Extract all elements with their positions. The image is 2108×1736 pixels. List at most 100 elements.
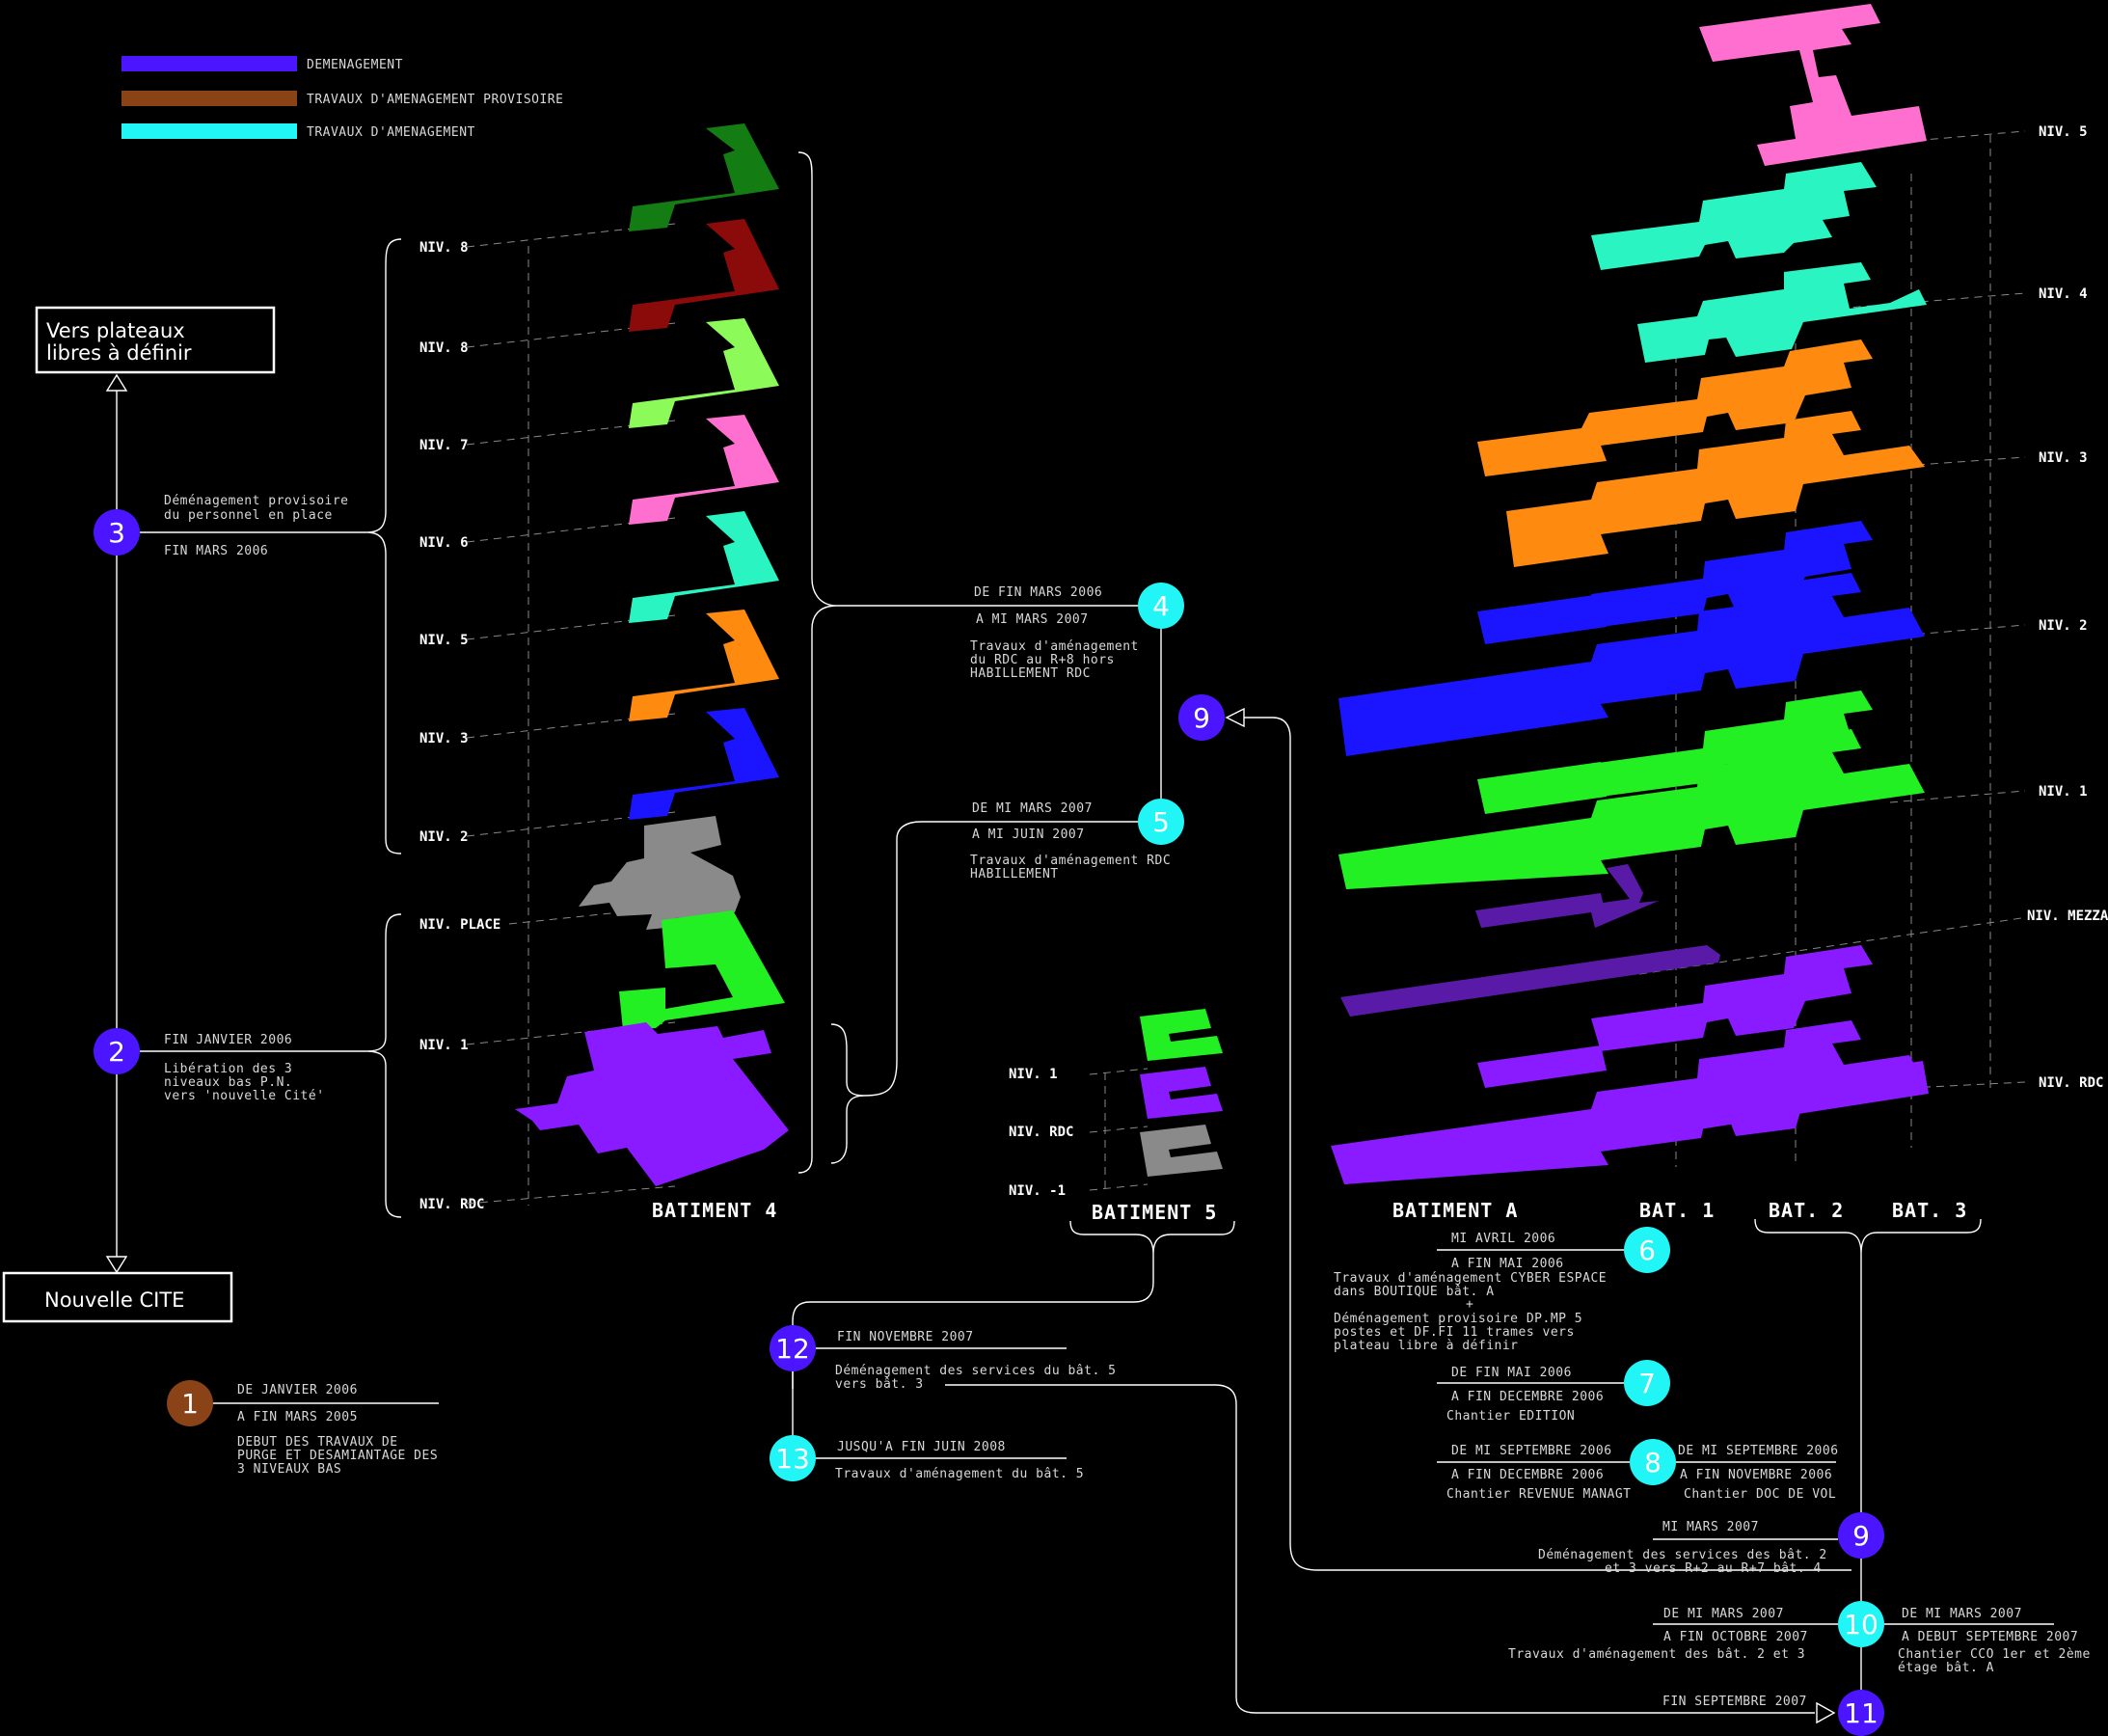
box-vers-plateaux-line1: Vers plateaux <box>46 319 185 342</box>
step-6-text-4: postes et DF.FI 11 trames vers <box>1334 1325 1575 1340</box>
bA-floor-plate <box>1591 945 1873 1051</box>
step-13-number: 13 <box>775 1443 810 1475</box>
b4-floor-plate <box>579 816 741 930</box>
step-6-marker <box>1624 1227 1670 1273</box>
bracket-b4-upper-right <box>797 151 838 1174</box>
bA-level-label: NIV. 5 <box>2039 124 2088 140</box>
step-3-date: FIN MARS 2006 <box>164 544 268 558</box>
arrow-left-icon <box>1225 707 1245 728</box>
step-12-number: 12 <box>775 1333 810 1365</box>
step-10: 10 DE MI MARS 2007 A FIN OCTOBRE 2007 Tr… <box>1508 1601 2091 1690</box>
step-3-text-1: Déménagement provisoire <box>164 494 349 508</box>
step-8: 8 DE MI SEPTEMBRE 2006 A FIN DECEMBRE 20… <box>1437 1439 1838 1502</box>
step-9: 9 MI MARS 2007 Déménagement des services… <box>1538 1512 1884 1601</box>
step-12: 12 FIN NOVEMBRE 2007 Déménagement des se… <box>770 1325 1836 1724</box>
step-11: 11 FIN SEPTEMBRE 2007 <box>1662 1690 1884 1736</box>
step-7-date-start: DE FIN MAI 2006 <box>1451 1366 1572 1380</box>
step-8-a-date-start: DE MI SEPTEMBRE 2006 <box>1451 1444 1612 1458</box>
b4-floor-plate <box>629 415 779 525</box>
step-8-b-date-end: A FIN NOVEMBRE 2006 <box>1680 1468 1832 1482</box>
b4-level-label: NIV. 7 <box>419 438 469 453</box>
step-2-text-2: niveaux bas P.N. <box>164 1075 292 1090</box>
step-2-text-3: vers 'nouvelle Cité' <box>164 1089 325 1103</box>
bracket-lower <box>365 913 402 1218</box>
bA-floor-plate <box>1340 945 1720 1017</box>
b4-level-label: NIV. 2 <box>419 829 469 845</box>
bA-floor-plate <box>1338 729 1925 889</box>
bA-floor-plate-base <box>1340 1061 1929 1184</box>
building-a-title: BATIMENT A <box>1392 1199 1518 1222</box>
bA-floor-plate <box>1699 4 1927 166</box>
step-6-text-2: dans BOUTIQUE bât. A <box>1334 1285 1495 1299</box>
step-9-number: 9 <box>1852 1520 1870 1552</box>
step-12-marker <box>770 1325 816 1371</box>
bA-level-label: NIV. MEZZA <box>2027 909 2108 924</box>
step-6-text-3: Déménagement provisoire DP.MP 5 <box>1334 1312 1582 1326</box>
b4-left-brackets <box>365 238 402 1218</box>
step-8-b-text: Chantier DOC DE VOL <box>1684 1487 1836 1502</box>
bA-floor-plate <box>1591 162 1877 270</box>
legend-swatch-demenagement <box>122 56 297 71</box>
step-10-a-date-start: DE MI MARS 2007 <box>1663 1607 1784 1621</box>
b4-level-label: NIV. RDC <box>419 1197 484 1212</box>
step-1-marker <box>167 1380 213 1426</box>
bat-3-title: BAT. 3 <box>1892 1199 1967 1222</box>
step-12-date: FIN NOVEMBRE 2007 <box>837 1330 974 1344</box>
box-nouvelle-cite <box>2 1271 233 1323</box>
step-10-b-date-end: A DEBUT SEPTEMBRE 2007 <box>1902 1630 2078 1644</box>
step-10-b-date-start: DE MI MARS 2007 <box>1902 1607 2022 1621</box>
step-10-a-date-end: A FIN OCTOBRE 2007 <box>1663 1630 1808 1644</box>
step-5-number: 5 <box>1152 806 1170 838</box>
step-3-text-2: du personnel en place <box>164 508 333 523</box>
b5-floor-plate <box>1140 1067 1223 1119</box>
step-4-date-start: DE FIN MARS 2006 <box>974 585 1102 600</box>
step-6-plus: + <box>1466 1297 1473 1312</box>
step-12-text-1: Déménagement des services du bât. 5 <box>835 1364 1116 1378</box>
step-13-date: JUSQU'A FIN JUIN 2008 <box>837 1440 1006 1454</box>
bA-floor-plate <box>1591 521 1873 627</box>
b4-floor-plate <box>629 123 779 231</box>
step-6: 6 MI AVRIL 2006 A FIN MAI 2006 Travaux d… <box>1334 1227 1670 1353</box>
bA-floor-plate <box>1477 339 1873 476</box>
bA-level-label: NIV. 2 <box>2039 618 2088 634</box>
step-1-number: 1 <box>181 1388 199 1420</box>
step-4-text-1: Travaux d'aménagement <box>970 639 1139 654</box>
step-5-marker <box>1138 799 1184 845</box>
b4-floor-plate <box>629 610 779 721</box>
b4-level-label: NIV. 8 <box>419 340 469 356</box>
b5-level-label: NIV. RDC <box>1009 1125 1073 1140</box>
b4-floor-plate <box>629 708 779 820</box>
step-8-a-text: Chantier REVENUE MANAGT <box>1446 1487 1632 1502</box>
b5-floor-plate <box>1140 1009 1223 1061</box>
bA-floor-plate <box>1637 262 1927 363</box>
step-10-number: 10 <box>1844 1609 1878 1641</box>
arrow-down-icon <box>105 1256 128 1274</box>
b4-levels: NIV. 8 NIV. 8 NIV. 7 NIV. 6 NIV. 5 NIV. … <box>419 240 500 1212</box>
bA-floor-plate <box>1477 594 1607 644</box>
step-6-text-5: plateau libre à définir <box>1334 1339 1519 1353</box>
step-2-marker <box>94 1028 140 1074</box>
b4-floor-plate <box>619 910 785 1030</box>
step-7-number: 7 <box>1638 1368 1656 1399</box>
building-5-title: BATIMENT 5 <box>1092 1201 1217 1224</box>
step-5: 5 DE MI MARS 2007 A MI JUIN 2007 Travaux… <box>970 799 1184 882</box>
step-7-marker <box>1624 1360 1670 1406</box>
left-timeline: Vers plateaux libres à définir Nouvelle … <box>2 306 439 1477</box>
legend-swatch-amenagement <box>122 123 297 139</box>
bracket-b5 <box>1069 1220 1235 1255</box>
step-4-text-3: HABILLEMENT RDC <box>970 666 1091 681</box>
step-13: 13 JUSQU'A FIN JUIN 2008 Travaux d'aména… <box>770 1435 1084 1481</box>
step-10-b-text-1: Chantier CCO 1er et 2ème <box>1898 1647 2091 1662</box>
bA-floor-plate <box>1589 864 1659 928</box>
b4-floor-plate <box>629 219 779 332</box>
b4-level-label: NIV. 8 <box>419 240 469 256</box>
step-6-text-1: Travaux d'aménagement CYBER ESPACE <box>1334 1271 1607 1286</box>
b4-floors <box>515 123 789 1186</box>
step-4-number: 4 <box>1152 590 1170 622</box>
b5-floor-plate <box>1140 1125 1223 1177</box>
step-10-marker <box>1838 1601 1884 1647</box>
step-11-marker <box>1838 1690 1884 1736</box>
b5-level-label: NIV. -1 <box>1009 1183 1066 1199</box>
bA-level-label: NIV. RDC <box>2039 1075 2103 1091</box>
step-1-text-1: DEBUT DES TRAVAUX DE <box>237 1435 398 1450</box>
